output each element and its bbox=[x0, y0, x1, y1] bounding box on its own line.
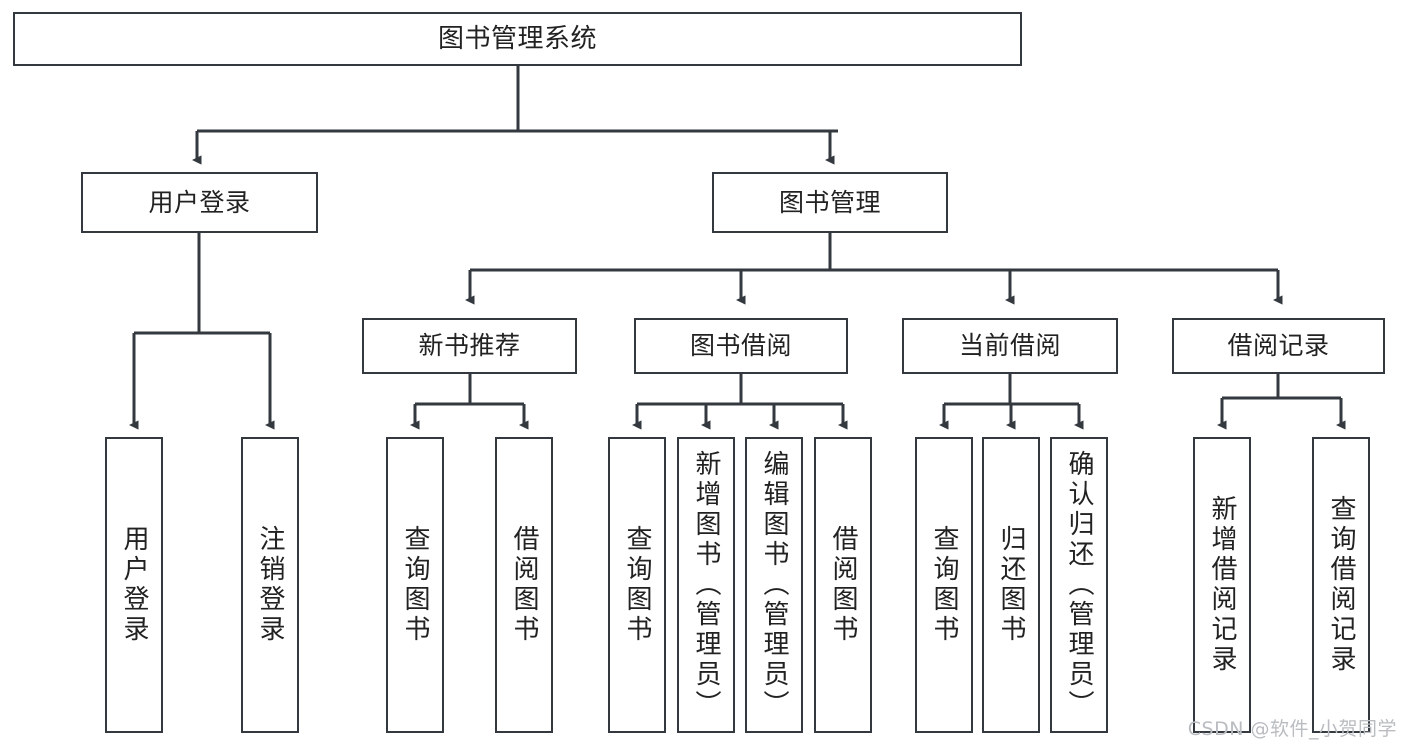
leaf-new-book-query-book[interactable]: 查询图书 bbox=[386, 437, 444, 733]
leaf-user-login-logout[interactable]: 注销登录 bbox=[241, 437, 299, 733]
node-user-login[interactable]: 用户登录 bbox=[81, 172, 318, 233]
node-label: 查询借阅记录 bbox=[1326, 495, 1357, 675]
node-label: 图书管理 bbox=[778, 187, 881, 217]
leaf-borrow-record-add-record[interactable]: 新增借阅记录 bbox=[1193, 437, 1251, 733]
leaf-current-borrow-return-book[interactable]: 归还图书 bbox=[982, 437, 1040, 733]
leaf-book-borrow-borrow-book[interactable]: 借阅图书 bbox=[814, 437, 872, 733]
node-label: 图书借阅 bbox=[689, 331, 792, 361]
node-new-book-recommend[interactable]: 新书推荐 bbox=[362, 318, 577, 374]
node-label: 新书推荐 bbox=[418, 331, 521, 361]
node-borrow-record[interactable]: 借阅记录 bbox=[1172, 318, 1385, 374]
node-label: 注销登录 bbox=[255, 525, 286, 645]
node-label: 借阅记录 bbox=[1227, 331, 1330, 361]
node-label: 确认归还（管理员） bbox=[1064, 450, 1095, 720]
leaf-new-book-borrow-book[interactable]: 借阅图书 bbox=[495, 437, 553, 733]
node-label: 图书管理系统 bbox=[437, 23, 597, 54]
csdn-watermark: CSDN @软件_小贺同学 bbox=[1187, 718, 1397, 740]
leaf-book-borrow-query-book[interactable]: 查询图书 bbox=[608, 437, 666, 733]
node-label: 查询图书 bbox=[622, 525, 653, 645]
node-current-borrow[interactable]: 当前借阅 bbox=[902, 318, 1118, 374]
leaf-borrow-record-query-record[interactable]: 查询借阅记录 bbox=[1312, 437, 1370, 733]
node-label: 借阅图书 bbox=[828, 525, 859, 645]
node-label: 借阅图书 bbox=[509, 525, 540, 645]
node-label: 新增借阅记录 bbox=[1207, 495, 1238, 675]
node-label: 新增图书（管理员） bbox=[691, 450, 722, 720]
node-label: 编辑图书（管理员） bbox=[759, 450, 790, 720]
node-label: 查询图书 bbox=[929, 525, 960, 645]
node-label: 归还图书 bbox=[996, 525, 1027, 645]
leaf-book-borrow-add-book-admin[interactable]: 新增图书（管理员） bbox=[677, 437, 735, 733]
node-label: 用户登录 bbox=[119, 525, 150, 645]
leaf-book-borrow-edit-book-admin[interactable]: 编辑图书（管理员） bbox=[745, 437, 803, 733]
node-label: 查询图书 bbox=[400, 525, 431, 645]
node-book-management[interactable]: 图书管理 bbox=[712, 172, 948, 233]
node-label: 当前借阅 bbox=[958, 331, 1061, 361]
leaf-user-login-login[interactable]: 用户登录 bbox=[105, 437, 163, 733]
node-label: 用户登录 bbox=[148, 187, 251, 217]
leaf-current-borrow-confirm-return-admin[interactable]: 确认归还（管理员） bbox=[1050, 437, 1108, 733]
node-root-book-management-system[interactable]: 图书管理系统 bbox=[13, 12, 1022, 66]
leaf-current-borrow-query-book[interactable]: 查询图书 bbox=[915, 437, 973, 733]
node-book-borrow[interactable]: 图书借阅 bbox=[634, 318, 848, 374]
